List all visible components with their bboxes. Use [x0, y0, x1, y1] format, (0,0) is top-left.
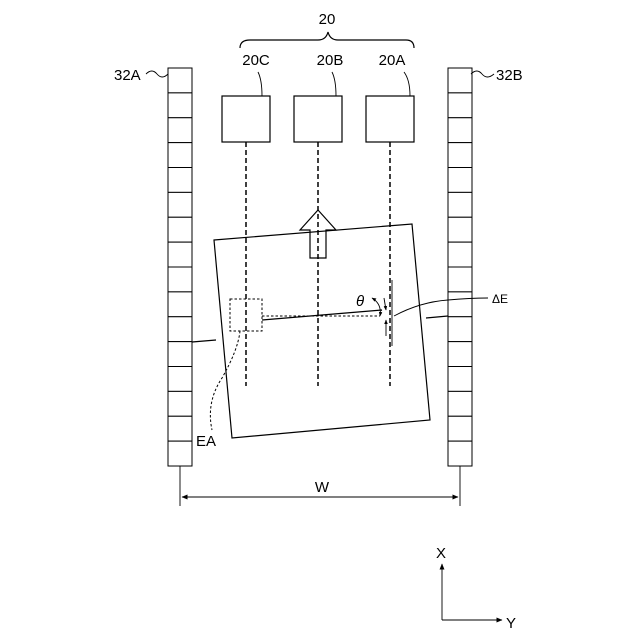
- rail-32a: [168, 68, 192, 466]
- sensor-20c-leader: [258, 72, 262, 96]
- group-brace: [240, 32, 414, 48]
- sensor-20b: [294, 96, 342, 142]
- sensor-20a-label: 20A: [379, 52, 406, 69]
- sensor-20b-label: 20B: [317, 52, 344, 69]
- rail-segment: [448, 416, 472, 441]
- rail-segment: [448, 391, 472, 416]
- skew-line: [262, 310, 382, 320]
- rail-segment: [168, 391, 192, 416]
- rail-segment: [448, 168, 472, 193]
- rail-segment: [448, 441, 472, 466]
- sensor-20c: [222, 96, 270, 142]
- rail-segment: [168, 192, 192, 217]
- region-ea-leader: [210, 331, 240, 430]
- rail-segment: [448, 217, 472, 242]
- axis-x-label: X: [436, 545, 446, 562]
- rail-segment: [168, 68, 192, 93]
- sensor-20c-label: 20C: [242, 52, 270, 69]
- delta-e-leader: [394, 298, 488, 316]
- guide-line-left: [192, 340, 216, 342]
- delta-e-arrow-top-icon: [384, 298, 386, 310]
- rail-segment: [448, 68, 472, 93]
- angle-arc: [372, 298, 380, 316]
- sensor-20a-leader: [404, 72, 410, 96]
- group-label: 20: [319, 11, 336, 28]
- rail-32a-label: 32A: [114, 67, 141, 84]
- guide-line-right: [426, 316, 448, 318]
- rail-segment: [168, 342, 192, 367]
- rail-segment: [168, 267, 192, 292]
- rail-segment: [168, 118, 192, 143]
- sensor-20a: [366, 96, 414, 142]
- rail-segment: [448, 118, 472, 143]
- rail-segment: [168, 441, 192, 466]
- rail-segment: [168, 242, 192, 267]
- rail-segment: [448, 317, 472, 342]
- rail-segment: [168, 217, 192, 242]
- rail-segment: [448, 143, 472, 168]
- rail-segment: [448, 267, 472, 292]
- rail-segment: [448, 242, 472, 267]
- rail-segment: [168, 317, 192, 342]
- rail-32b-leader: [471, 71, 494, 77]
- width-label: W: [315, 479, 330, 496]
- rail-segment: [448, 367, 472, 392]
- rail-32b-label: 32B: [496, 67, 523, 84]
- rail-segment: [168, 367, 192, 392]
- rail-segment: [448, 93, 472, 118]
- rail-segment: [168, 143, 192, 168]
- rail-segment: [168, 168, 192, 193]
- rail-segment: [448, 342, 472, 367]
- angle-label: θ: [356, 293, 364, 310]
- rail-segment: [448, 192, 472, 217]
- rail-segment: [448, 292, 472, 317]
- rail-32b: [448, 68, 472, 466]
- rail-segment: [168, 93, 192, 118]
- sensor-20b-leader: [332, 72, 336, 96]
- axis-y-label: Y: [506, 615, 516, 632]
- rail-segment: [168, 292, 192, 317]
- delta-e-label: ΔE: [492, 292, 508, 306]
- region-ea-label: EA: [196, 433, 216, 450]
- rail-32a-leader: [146, 71, 168, 77]
- rail-segment: [168, 416, 192, 441]
